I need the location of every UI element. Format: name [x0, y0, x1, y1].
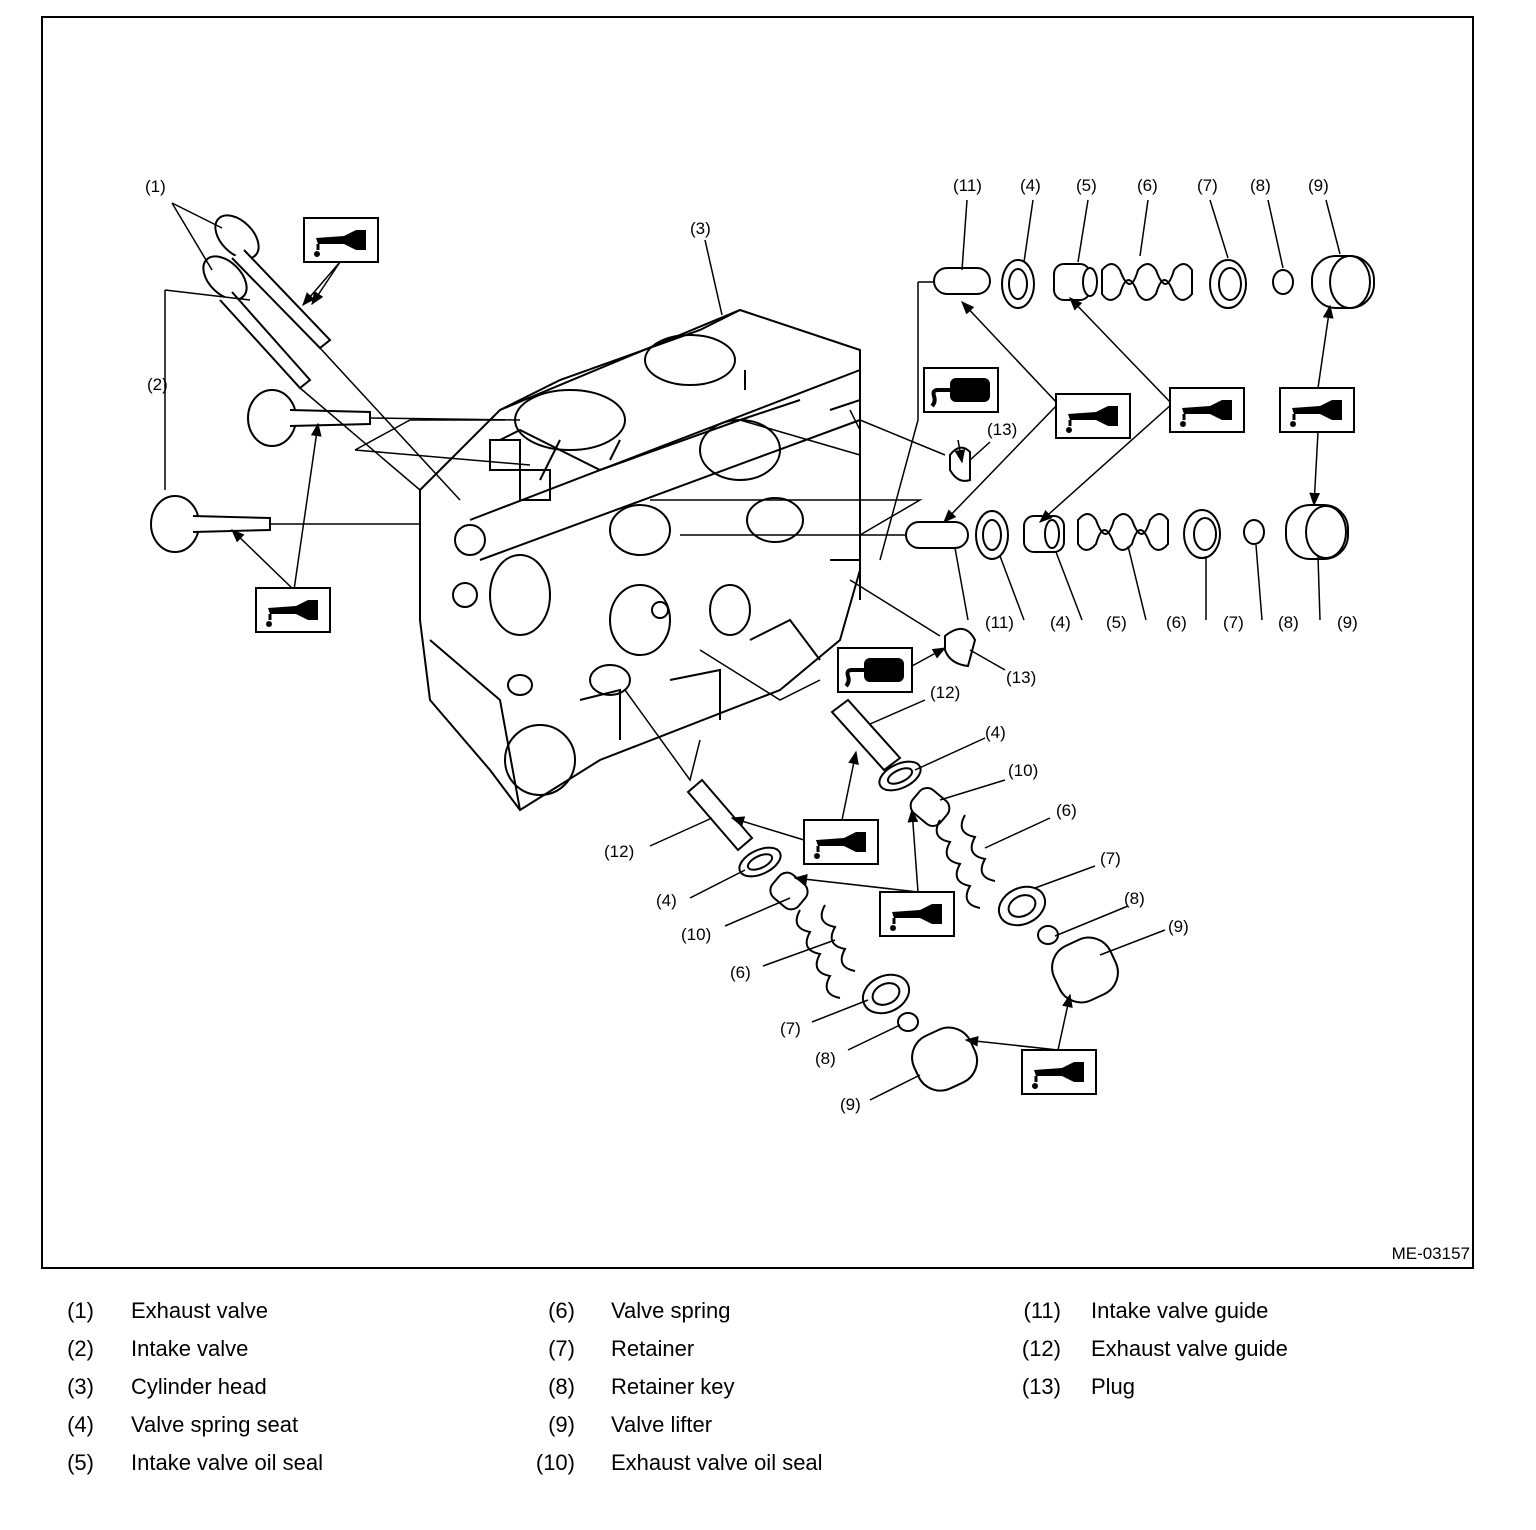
engine-oil-icon [1054, 392, 1132, 440]
callout-labels: (1) (2) (3) (11) (4) (5) (6) (7) (8) (9)… [145, 176, 1358, 1114]
legend-item: (7) Retainer [0, 1336, 1536, 1362]
legend-item-number: (2) [67, 1336, 94, 1361]
legend-item-name: Valve lifter [611, 1412, 713, 1437]
legend-item: (10) Exhaust valve oil seal [0, 1450, 1536, 1476]
callout-7: (7) [1223, 613, 1244, 632]
callout-8: (8) [815, 1049, 836, 1068]
callout-4: (4) [656, 891, 677, 910]
callout-5: (5) [1076, 176, 1097, 195]
legend-item-number: (7) [548, 1336, 575, 1361]
plugs [944, 446, 977, 668]
engine-oil-icon [1278, 386, 1356, 434]
intake-valves [150, 389, 371, 553]
exploded-view-diagram: (1) (2) (3) (11) (4) (5) (6) (7) (8) (9)… [145, 176, 1470, 1263]
exhaust-components-group-1 [830, 698, 1119, 1004]
grease-icon [836, 646, 914, 694]
callout-4: (4) [985, 723, 1006, 742]
engine-oil-icon [878, 890, 956, 938]
callout-6: (6) [1137, 176, 1158, 195]
legend-item-name: Cylinder head [131, 1374, 267, 1399]
legend-item-name: Intake valve [131, 1336, 249, 1361]
legend-item-number: (12) [1021, 1336, 1061, 1361]
legend-item: (4) Valve spring seat [0, 1412, 1536, 1438]
legend-item-number: (9) [548, 1412, 575, 1437]
legend-item: (13) Plug [0, 1374, 1536, 1400]
callout-9: (9) [840, 1095, 861, 1114]
legend-item-number: (10) [535, 1450, 575, 1475]
legend-item-name: Retainer key [611, 1374, 735, 1399]
leader-lines [164, 199, 1341, 1101]
lubrication-arrows [231, 261, 1334, 1051]
legend-item-number: (11) [1023, 1298, 1062, 1323]
callout-2: (2) [147, 375, 168, 394]
callout-9: (9) [1337, 613, 1358, 632]
callout-9: (9) [1168, 917, 1189, 936]
legend-item: (8) Retainer key [0, 1374, 1536, 1400]
callout-8: (8) [1250, 176, 1271, 195]
legend-item-number: (1) [67, 1298, 94, 1323]
legend-item-number: (5) [67, 1450, 94, 1475]
callout-4: (4) [1020, 176, 1041, 195]
legend-item-number: (13) [1021, 1374, 1061, 1399]
callout-3: (3) [690, 219, 711, 238]
legend-item-number: (6) [548, 1298, 575, 1323]
legend-item: (6) Valve spring [0, 1298, 1536, 1324]
legend-item: (1) Exhaust valve [0, 1298, 1536, 1324]
callout-6: (6) [1166, 613, 1187, 632]
callout-13: (13) [987, 420, 1017, 439]
callout-10: (10) [1008, 761, 1038, 780]
legend-item-name: Exhaust valve guide [1091, 1336, 1288, 1361]
legend-item: (5) Intake valve oil seal [0, 1450, 1536, 1476]
callout-7: (7) [1100, 849, 1121, 868]
exhaust-valves [202, 214, 332, 390]
legend-item-number: (4) [67, 1412, 94, 1437]
callout-6: (6) [1056, 801, 1077, 820]
legend-item: (9) Valve lifter [0, 1412, 1536, 1438]
callout-9: (9) [1308, 176, 1329, 195]
legend-item-name: Exhaust valve oil seal [611, 1450, 823, 1475]
callout-8: (8) [1124, 889, 1145, 908]
callout-8: (8) [1278, 613, 1299, 632]
engine-oil-icon [802, 818, 880, 866]
intake-components-row-2 [905, 504, 1349, 560]
legend-item-name: Retainer [611, 1336, 695, 1361]
callout-13: (13) [1006, 668, 1036, 687]
legend-item-number: (3) [67, 1374, 94, 1399]
callout-5: (5) [1106, 613, 1127, 632]
legend-item-name: Valve spring seat [131, 1412, 299, 1437]
legend-item-name: Plug [1091, 1374, 1136, 1399]
callout-6: (6) [730, 963, 751, 982]
legend-item-name: Exhaust valve [131, 1298, 268, 1323]
cylinder-head [419, 308, 861, 812]
exhaust-components-group-2 [686, 778, 979, 1092]
engine-oil-icon [1020, 1048, 1098, 1096]
callout-7: (7) [780, 1019, 801, 1038]
callout-11: (11) [985, 613, 1014, 632]
legend-item: (2) Intake valve [0, 1336, 1536, 1362]
legend-item: (11) Intake valve guide [0, 1298, 1536, 1324]
diagram-frame [41, 16, 1474, 1269]
engine-oil-icon [1168, 386, 1246, 434]
callout-12: (12) [604, 842, 634, 861]
legend-item-number: (8) [548, 1374, 575, 1399]
legend-item-name: Valve spring [611, 1298, 731, 1323]
parts-legend: (1) Exhaust valve (2) Intake valve (3) Cylind… [0, 1290, 1536, 1490]
figure-id: ME-03157 [1392, 1244, 1470, 1263]
legend-item: (3) Cylinder head [0, 1374, 1536, 1400]
callout-7: (7) [1197, 176, 1218, 195]
callout-11: (11) [953, 176, 982, 195]
legend-item: (12) Exhaust valve guide [0, 1336, 1536, 1362]
legend-item-name: Intake valve oil seal [131, 1450, 323, 1475]
callout-12: (12) [930, 683, 960, 702]
grease-icon [922, 366, 1000, 414]
engine-oil-icon [302, 216, 380, 264]
legend-item-name: Intake valve guide [1091, 1298, 1269, 1323]
engine-oil-icon [254, 586, 332, 634]
intake-components-row-1 [933, 255, 1375, 309]
callout-4: (4) [1050, 613, 1071, 632]
callout-10: (10) [681, 925, 711, 944]
callout-1: (1) [145, 177, 166, 196]
